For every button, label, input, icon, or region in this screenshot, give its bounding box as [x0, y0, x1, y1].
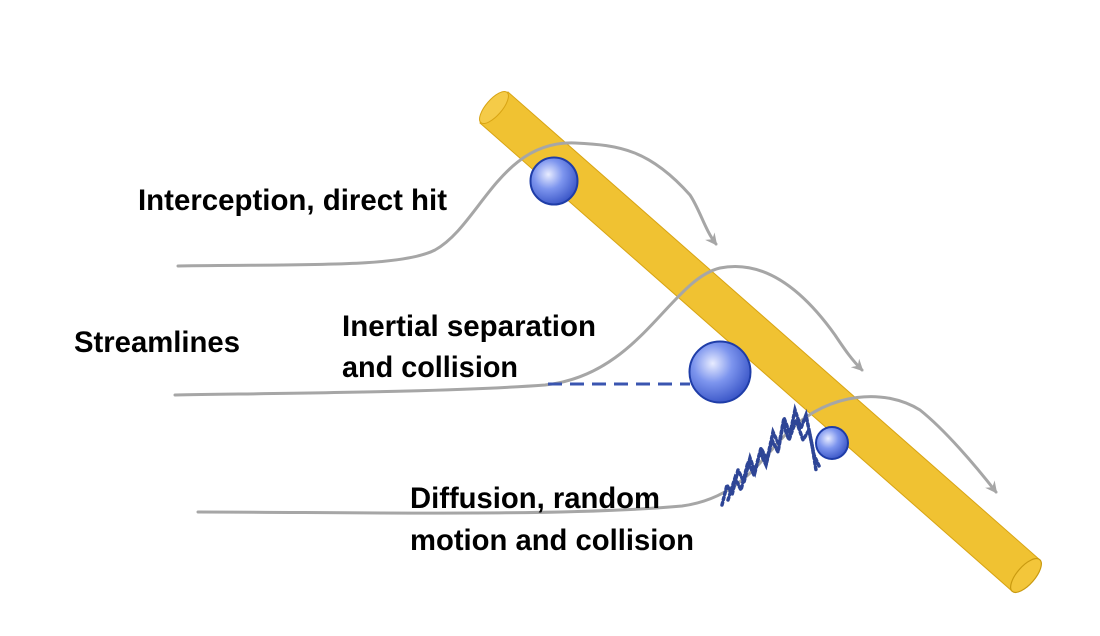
label-inertial-line2: and collision — [342, 351, 518, 384]
particle-diffusion — [815, 426, 849, 460]
streamline-middle — [173, 265, 864, 397]
label-inertial-line1: Inertial separation — [342, 310, 596, 343]
particles — [529, 156, 849, 460]
label-streamlines: Streamlines — [74, 326, 240, 359]
fiber-end-cap — [1010, 557, 1042, 594]
label-diffusion-line1: Diffusion, random — [410, 482, 660, 515]
label-interception: Interception, direct hit — [138, 184, 447, 217]
diffusion-path-2 — [726, 414, 822, 502]
label-diffusion-line2: motion and collision — [410, 524, 694, 557]
streamline-top — [176, 141, 718, 268]
diffusion-paths — [720, 403, 822, 507]
particle-inertial — [688, 340, 752, 404]
fiber-start-cap — [479, 91, 509, 124]
particle-interception — [529, 156, 579, 206]
